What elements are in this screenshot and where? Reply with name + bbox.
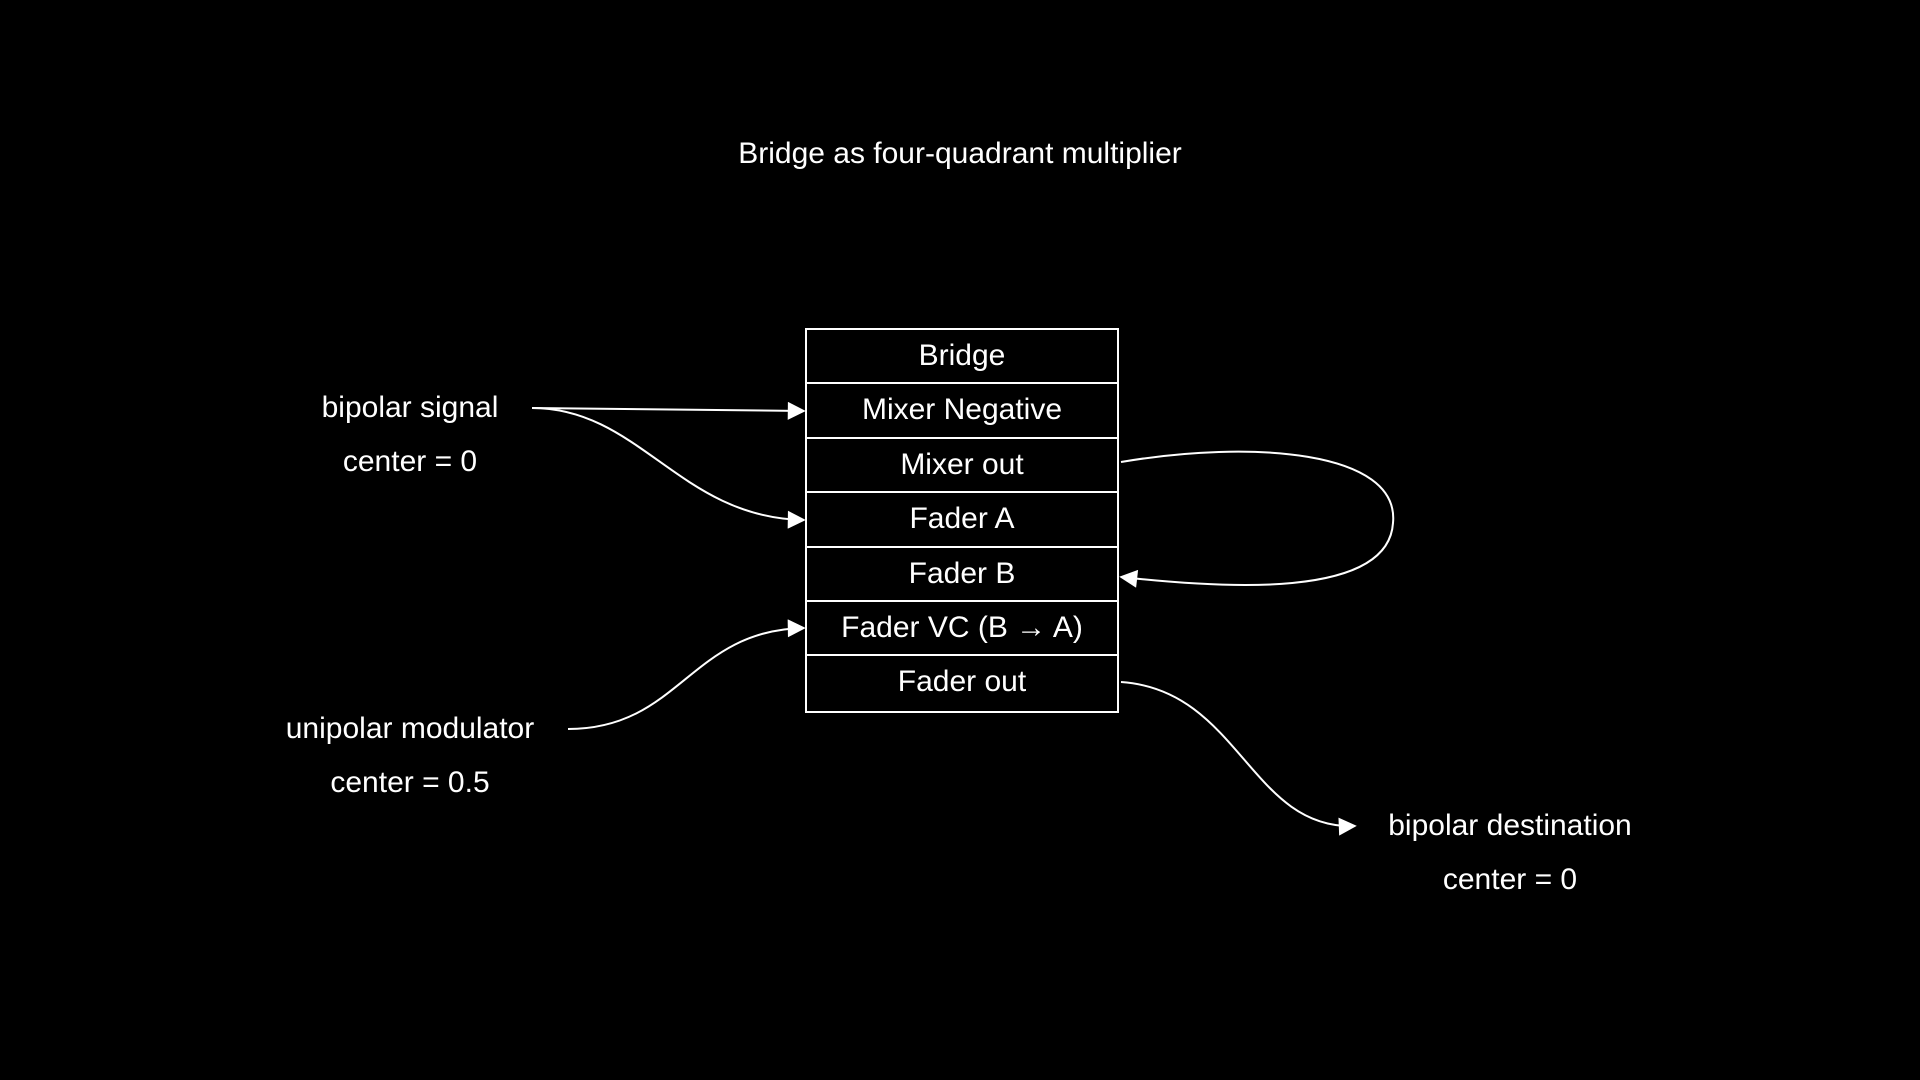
label-bipolar-signal: bipolar signal center = 0 [260, 381, 560, 489]
bipolar-destination-name: bipolar destination [1388, 809, 1632, 842]
jack-fader-b: Fader B [807, 548, 1117, 602]
unipolar-modulator-center: center = 0.5 [330, 766, 490, 799]
jack-fader-a: Fader A [807, 493, 1117, 548]
bipolar-destination-center: center = 0 [1442, 863, 1578, 896]
label-unipolar-modulator: unipolar modulator center = 0.5 [240, 702, 580, 810]
label-bipolar-destination: bipolar destination center = 0 [1340, 799, 1680, 907]
bipolar-signal-center: center = 0 [342, 445, 478, 478]
jack-mixer-negative: Mixer Negative [807, 384, 1117, 439]
module-header-bridge: Bridge [807, 330, 1117, 385]
jack-fader-vc: Fader VC (B → A) [807, 602, 1117, 657]
bipolar-signal-name: bipolar signal [321, 391, 499, 424]
wire-signal-to-fader-a [531, 407, 806, 529]
wire-signal-to-mixer-negative [531, 401, 806, 420]
jack-mixer-out: Mixer out [807, 439, 1117, 494]
diagram-title: Bridge as four-quadrant multiplier [738, 137, 1182, 170]
unipolar-modulator-name: unipolar modulator [285, 712, 535, 745]
wire-mixer-out-to-fader-b [1119, 450, 1395, 588]
bridge-module: Bridge Mixer Negative Mixer out Fader A … [805, 328, 1119, 713]
jack-fader-out: Fader out [897, 665, 1027, 699]
wire-modulator-to-fader-vc [567, 619, 806, 730]
wire-fader-out-to-destination [1120, 681, 1357, 836]
